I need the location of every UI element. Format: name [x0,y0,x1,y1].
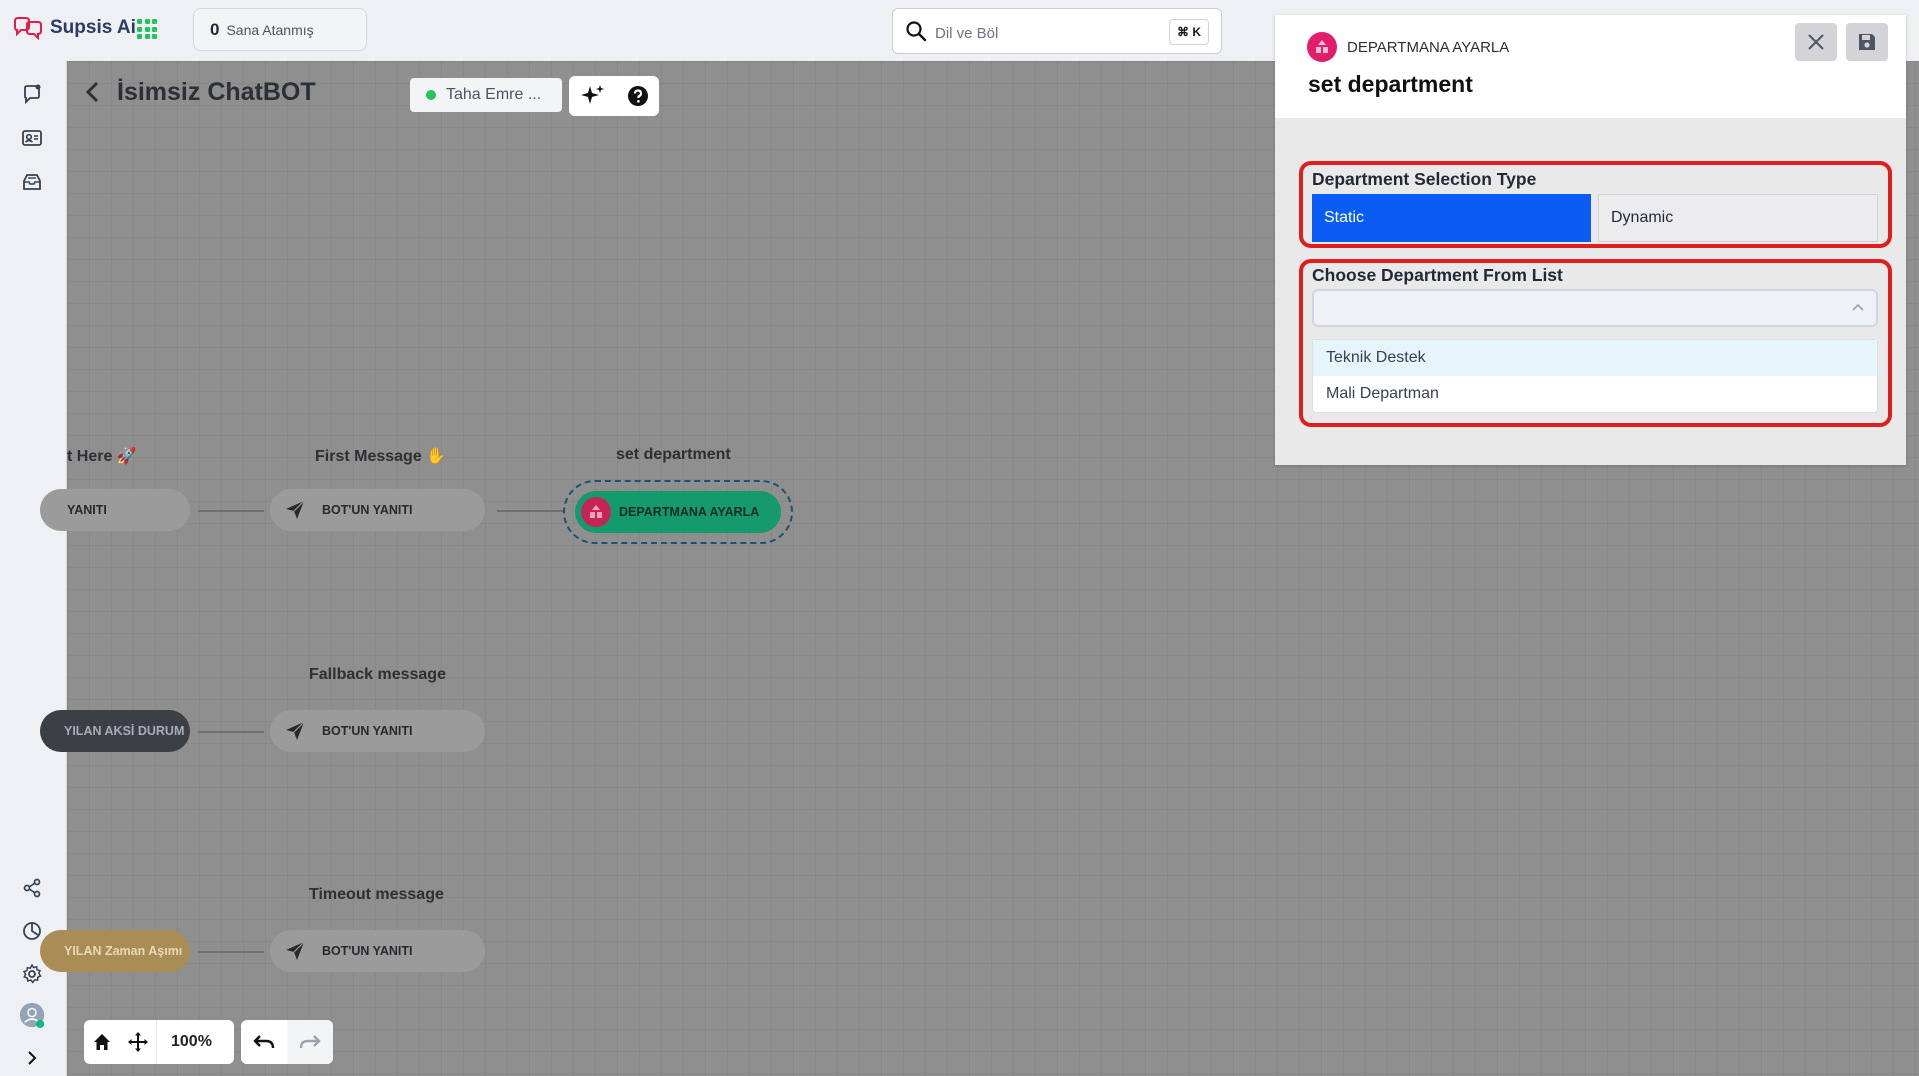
panel-title[interactable]: set department [1308,71,1473,97]
close-icon [1808,34,1824,50]
history-controls [241,1020,333,1064]
panel-header: DEPARTMANA AYARLA set department [1275,15,1906,118]
ai-help-toolbar [569,76,659,116]
department-list-section: Choose Department From List Teknik Deste… [1299,259,1892,427]
set-department-node-text: DEPARTMANA AYARLA [619,505,760,519]
fallback-trigger-text: YILAN AKSİ DURUM [64,724,185,738]
inbox-nav-icon[interactable] [19,169,45,195]
settings-gear-icon[interactable] [19,961,45,987]
connector-line [198,951,264,953]
canvas-view-controls: 100% [84,1020,234,1064]
send-icon [286,500,305,519]
set-department-node[interactable]: DEPARTMANA AYARLA [575,491,781,533]
assigned-to-me-button[interactable]: 0 Sana Atanmış [193,8,367,51]
timeout-trigger-text: YILAN Zaman Aşımı [64,944,183,958]
assigned-label: Sana Atanmış [226,21,314,38]
timeout-trigger-node[interactable]: YILAN Zaman Aşımı [40,930,190,972]
back-arrow-icon[interactable] [82,80,104,104]
home-icon[interactable] [84,1020,120,1064]
choose-department-label: Choose Department From List [1312,265,1563,285]
set-department-label: set department [616,446,731,463]
pan-move-icon[interactable] [120,1020,156,1064]
timeout-message-node-text: BOT'UN YANITI [322,944,413,958]
department-select[interactable] [1312,289,1878,327]
fallback-message-node[interactable]: BOT'UN YANITI [270,710,485,752]
chevron-up-icon [1852,303,1864,311]
user-avatar[interactable] [19,1002,45,1028]
static-option-button[interactable]: Static [1312,194,1591,242]
undo-icon[interactable] [241,1020,287,1064]
assigned-count: 0 [210,19,220,39]
department-dropdown-list: Teknik Destek Mali Departman [1312,339,1878,413]
ai-sparkle-icon[interactable] [580,83,606,109]
start-node[interactable]: YANITI [40,489,190,531]
panel-node-type-text: DEPARTMANA AYARLA [1347,38,1510,56]
first-message-node[interactable]: BOT'UN YANITI [270,489,485,531]
save-button[interactable] [1846,23,1888,61]
search-box[interactable]: ⌘ K [892,8,1222,54]
selection-type-label: Department Selection Type [1312,169,1537,189]
search-shortcut-badge: ⌘ K [1169,19,1209,45]
user-selector[interactable]: Taha Emre ... [410,78,562,112]
send-icon [286,721,305,740]
expand-sidebar-chevron-icon[interactable] [19,1045,45,1071]
fallback-message-label: Fallback message [309,666,446,683]
chatbot-title[interactable]: İsimsiz ChatBOT [117,78,316,106]
user-name: Taha Emre ... [446,86,542,103]
search-input[interactable] [933,20,1157,46]
zoom-level[interactable]: 100% [156,1020,226,1064]
department-icon [581,497,611,527]
logo[interactable]: Supsis Ai [12,16,136,40]
close-button[interactable] [1795,23,1837,61]
redo-icon[interactable] [287,1020,333,1064]
connector-line [198,731,264,733]
fallback-message-node-text: BOT'UN YANITI [322,724,413,738]
search-icon [906,21,927,42]
online-status-dot [426,90,436,100]
timeout-message-label: Timeout message [309,886,444,903]
app-name: Supsis Ai [50,17,136,38]
selected-node-outline: DEPARTMANA AYARLA [563,480,793,544]
department-icon [1307,32,1337,62]
department-option[interactable]: Mali Departman [1326,385,1439,402]
reports-nav-icon[interactable] [19,918,45,944]
chats-nav-icon[interactable] [19,81,45,107]
fallback-trigger-node[interactable]: YILAN AKSİ DURUM [40,710,190,752]
contacts-nav-icon[interactable] [19,125,45,151]
share-nav-icon[interactable] [19,875,45,901]
dynamic-option-button[interactable]: Dynamic [1598,194,1878,242]
left-sidebar [0,61,67,1076]
save-icon [1859,34,1875,50]
selection-type-section: Department Selection Type Static Dynamic [1299,161,1892,248]
connector-line [497,510,563,512]
start-node-label: t Here 🚀 [67,448,137,465]
first-message-node-text: BOT'UN YANITI [322,503,413,517]
apps-grid-icon[interactable] [137,19,157,39]
send-icon [286,941,305,960]
department-option[interactable]: Teknik Destek [1313,340,1877,376]
node-settings-panel: DEPARTMANA AYARLA set department Departm… [1275,15,1906,465]
connector-line [198,510,264,512]
timeout-message-node[interactable]: BOT'UN YANITI [270,930,485,972]
start-node-text: YANITI [67,503,107,517]
first-message-label: First Message ✋ [315,448,447,465]
panel-node-type: DEPARTMANA AYARLA [1307,32,1509,62]
logo-icon [14,17,42,40]
help-question-icon[interactable] [627,85,649,107]
